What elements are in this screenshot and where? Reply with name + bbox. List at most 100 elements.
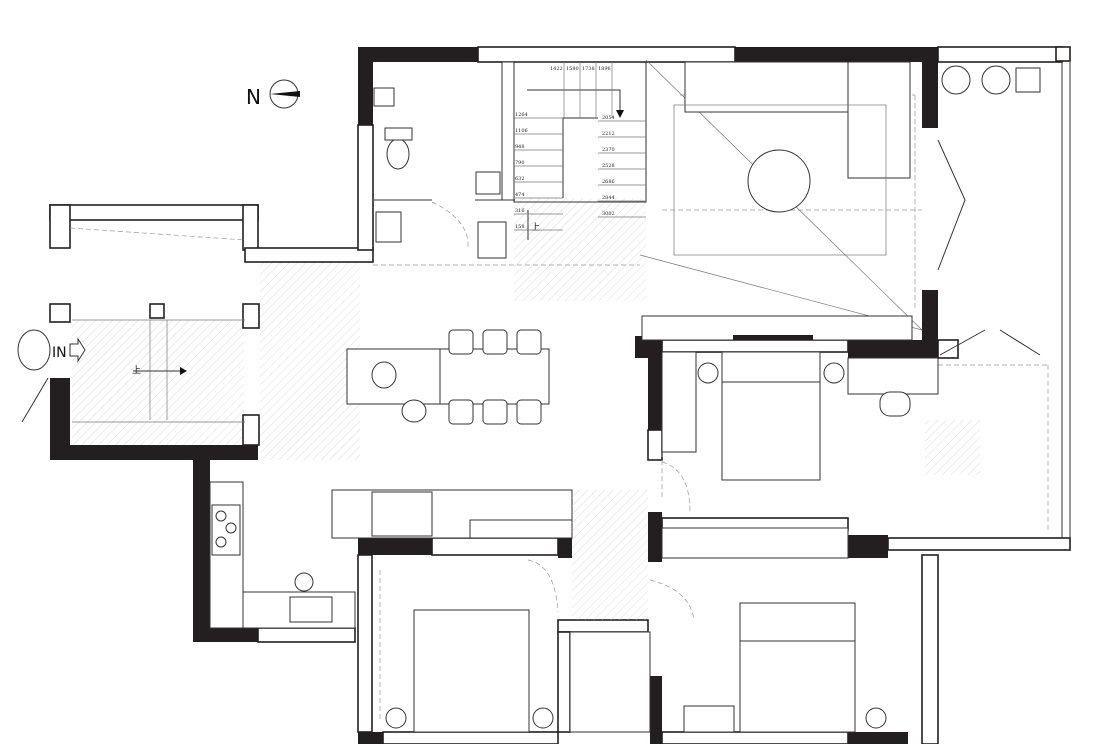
wardrobe xyxy=(661,351,697,453)
column xyxy=(242,303,260,329)
nightstand-lamp xyxy=(697,362,719,384)
sink xyxy=(1015,67,1041,93)
sink xyxy=(375,211,402,243)
plant xyxy=(941,65,971,95)
stair-height-label: 1738 xyxy=(582,66,595,72)
column xyxy=(242,414,260,446)
wall xyxy=(648,512,662,562)
shower xyxy=(477,221,507,259)
balcony-door xyxy=(937,139,966,271)
window xyxy=(382,731,559,744)
pillows xyxy=(721,351,821,383)
stair-height-label: 2212 xyxy=(602,131,615,137)
bedroom-2 xyxy=(385,559,559,733)
wall xyxy=(50,445,258,460)
wall xyxy=(648,336,662,430)
stair-height-label: 316 xyxy=(515,208,525,214)
column xyxy=(49,303,71,323)
chair xyxy=(516,329,542,355)
wall xyxy=(937,339,959,359)
desk xyxy=(683,705,735,733)
stair-height-label: 948 xyxy=(515,144,525,150)
nightstand-lamp xyxy=(823,362,845,384)
chair xyxy=(482,329,508,355)
toilet xyxy=(386,138,410,170)
tv-wall xyxy=(641,315,913,341)
stair-height-label: 790 xyxy=(515,160,525,166)
stair-height-label: 1896 xyxy=(598,66,611,72)
headboard xyxy=(739,602,856,642)
wall xyxy=(735,47,938,62)
person xyxy=(294,572,314,592)
stair-height-label: 1580 xyxy=(566,66,579,72)
wall xyxy=(650,676,662,744)
laundry xyxy=(373,87,395,107)
stair-height-label: 1422 xyxy=(550,66,563,72)
window xyxy=(937,46,1063,63)
north-compass: N xyxy=(246,79,300,109)
window xyxy=(477,46,736,63)
wall xyxy=(431,537,559,556)
wall xyxy=(848,732,908,744)
wall xyxy=(358,47,373,125)
island-sink xyxy=(371,361,397,389)
chair xyxy=(516,399,542,425)
sink xyxy=(475,171,501,195)
entrance: IN 上 xyxy=(17,319,245,423)
nightstand-lamp xyxy=(865,707,887,729)
cabinet xyxy=(469,519,573,539)
stair-height-label: 158 xyxy=(515,224,525,230)
stair-height-label: 474 xyxy=(515,192,525,198)
stair-height-label: 2054 xyxy=(602,115,615,121)
stair-height-label: 2686 xyxy=(602,179,615,185)
wall xyxy=(557,631,571,733)
entry-door xyxy=(21,377,49,423)
wall xyxy=(848,340,938,358)
coffee-table xyxy=(747,149,811,213)
wardrobe xyxy=(569,631,651,733)
window xyxy=(49,204,259,221)
kitchen-sink xyxy=(289,596,333,623)
compass-label: N xyxy=(246,85,261,109)
guest-bathroom xyxy=(373,61,515,259)
wall xyxy=(661,339,849,353)
wall xyxy=(49,204,71,249)
wall xyxy=(50,378,70,460)
chair xyxy=(879,391,911,417)
tv xyxy=(733,335,813,340)
chair xyxy=(482,399,508,425)
compass-arrow-icon xyxy=(270,91,300,97)
nightstand-lamp xyxy=(532,707,554,729)
stair-height-label: 2528 xyxy=(602,163,615,169)
balcony-door-leaf xyxy=(939,329,986,356)
wall xyxy=(244,247,374,263)
wall xyxy=(358,47,478,62)
rug xyxy=(673,104,887,256)
plant xyxy=(981,65,1011,95)
window-walls xyxy=(49,46,1071,744)
wall xyxy=(193,628,258,642)
entrance-label: IN xyxy=(52,345,67,361)
master-bedroom xyxy=(661,351,939,559)
balcony-door-leaf xyxy=(999,329,1041,356)
stair-height-label: 1264 xyxy=(515,112,528,118)
wall xyxy=(357,124,374,251)
arrow-icon xyxy=(180,367,187,375)
wall xyxy=(848,535,888,558)
wall xyxy=(358,732,383,744)
dining-area xyxy=(346,329,550,425)
nightstand-lamp xyxy=(385,707,407,729)
wall xyxy=(921,554,939,744)
wall xyxy=(193,460,210,642)
column xyxy=(149,303,165,319)
wall xyxy=(647,429,663,461)
person-icon xyxy=(17,329,51,371)
partition xyxy=(501,61,515,201)
wall xyxy=(257,627,356,643)
wall xyxy=(358,538,432,555)
wardrobe xyxy=(661,527,849,559)
bed xyxy=(413,609,530,733)
hallway xyxy=(572,490,648,620)
